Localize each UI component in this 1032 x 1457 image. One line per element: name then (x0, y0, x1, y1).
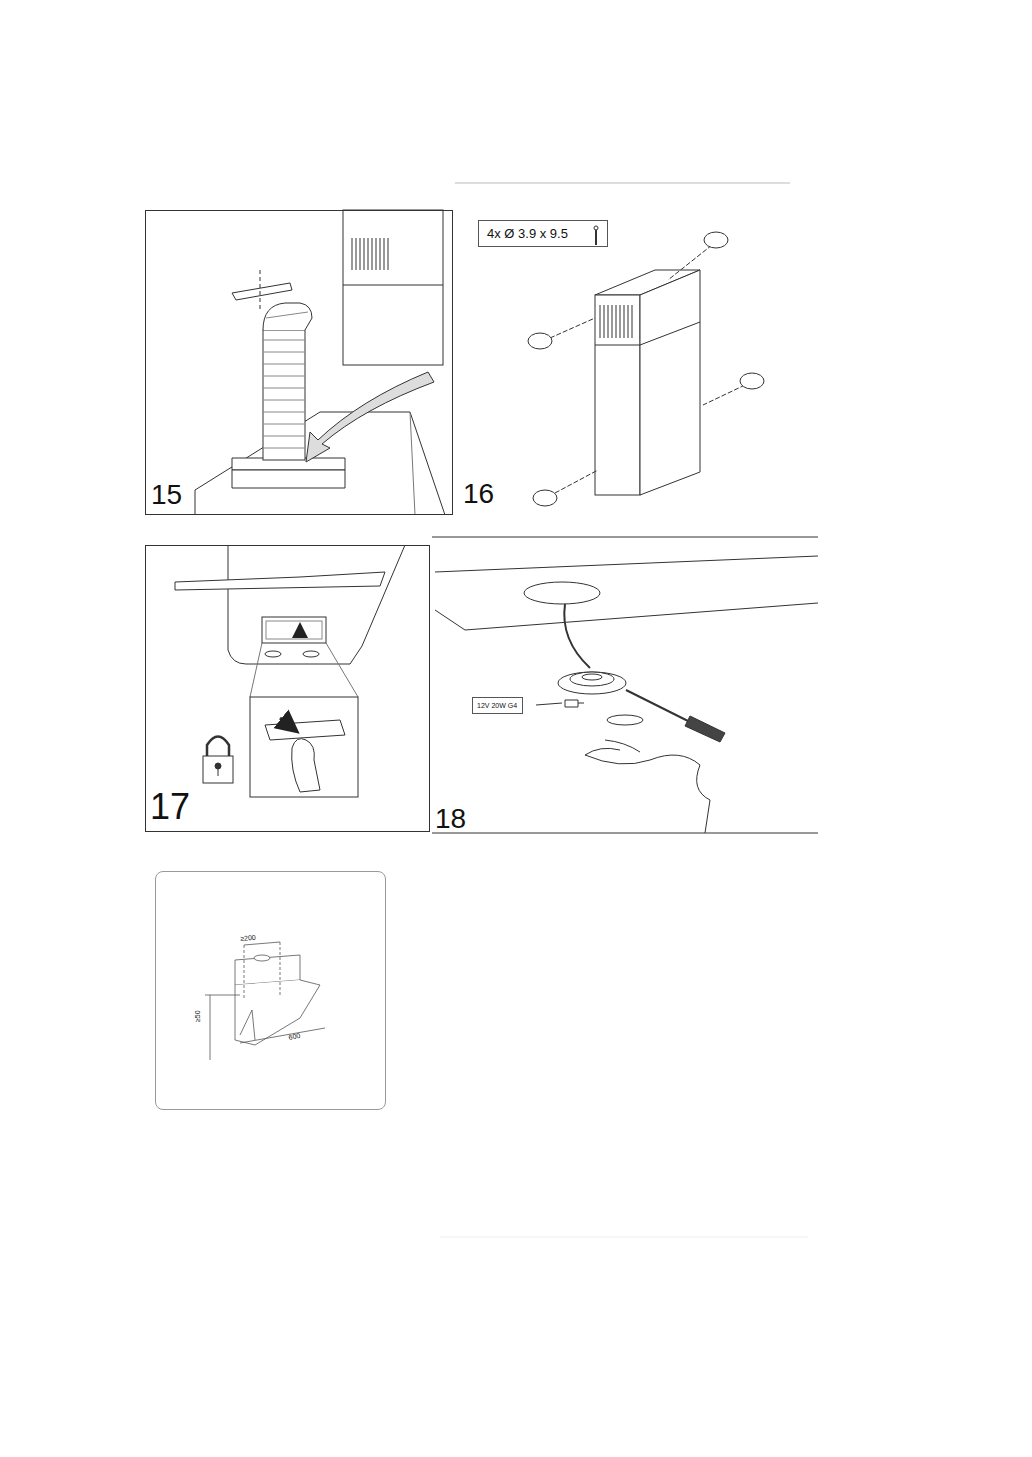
dimension-figure (205, 942, 325, 1060)
step-panel: 18 12V 20W G4 (432, 537, 818, 833)
step-number: 17 (150, 789, 190, 825)
filter-figure (175, 545, 405, 797)
spec-label: 4x Ø 3.9 x 9.5 (487, 227, 568, 240)
page-rules (440, 183, 808, 1237)
dimension-label: ≥200 (240, 934, 256, 942)
step-panel: 17 (145, 545, 430, 832)
screw-spec-box: 4x Ø 3.9 x 9.5 (478, 220, 608, 247)
dimension-panel: ≥200 ≥50 600 (155, 871, 386, 1110)
bulb-spec-box: 12V 20W G4 (472, 697, 523, 714)
step-number: 16 (463, 480, 494, 508)
step-panel: 15 (145, 210, 453, 515)
step-number: 18 (435, 805, 466, 833)
dimension-label: ≥50 (194, 1010, 201, 1022)
duct-fitting-figure (195, 210, 445, 515)
spec-label: 12V 20W G4 (477, 702, 517, 709)
step-panel: 16 4x Ø 3.9 x 9.5 (453, 210, 818, 515)
chimney-screw-figure (528, 226, 764, 506)
dimension-label: 600 (288, 1032, 301, 1041)
lamp-figure (432, 537, 818, 833)
step-number: 15 (151, 481, 182, 509)
